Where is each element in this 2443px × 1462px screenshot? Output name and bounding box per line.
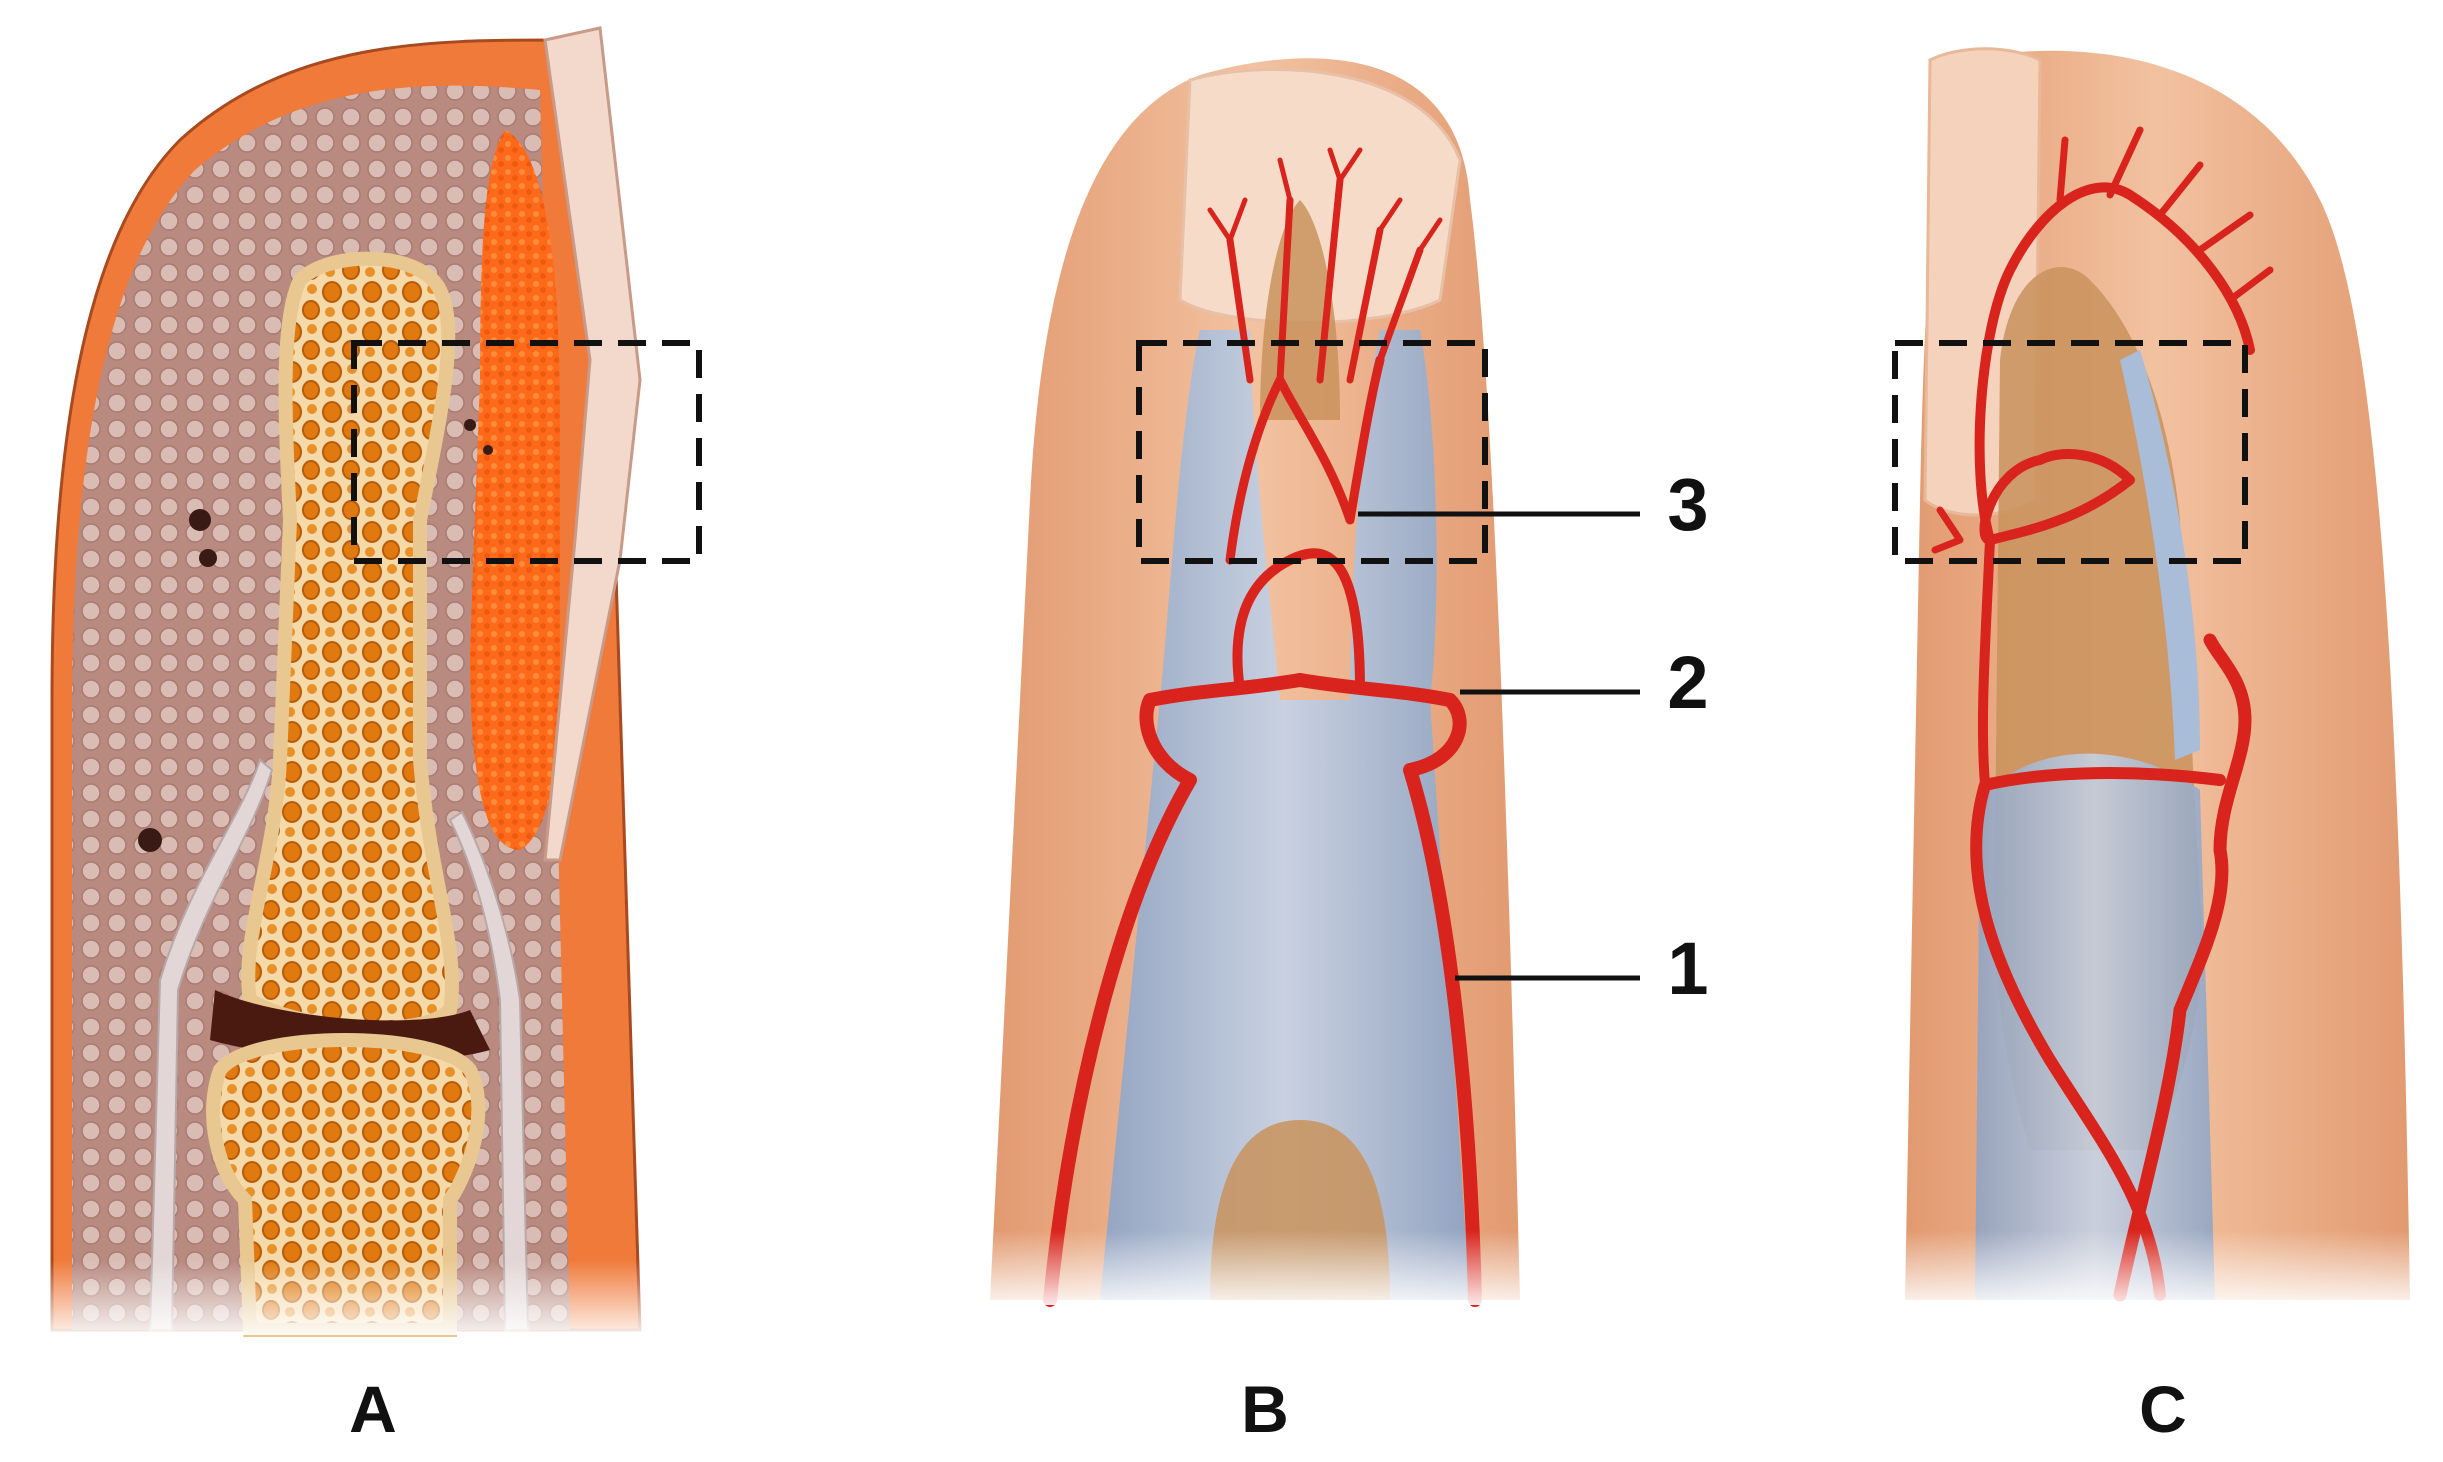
panel-c-digital-artery — [2113, 633, 2252, 1302]
panel-label-c: C — [2139, 1372, 2187, 1446]
panel-a-middle-phalanx — [206, 1033, 486, 1337]
panel-label-b: B — [1241, 1372, 1289, 1446]
panel-a-gland — [483, 445, 493, 455]
panel-c-illustration — [1895, 47, 2425, 1305]
panel-c-extensor-band — [2120, 350, 2200, 760]
callout-3: 3 — [1667, 463, 1708, 546]
panel-c-dorsal-branch — [1974, 182, 2255, 545]
panel-a-gland — [464, 419, 476, 431]
panel-a-illustration — [40, 26, 660, 1337]
panel-a-region-of-interest-box — [351, 340, 702, 564]
panel-a-distal-phalanx — [241, 251, 459, 1036]
panel-b-digital-artery-right — [1293, 673, 1482, 1307]
panel-b-digital-artery-left — [1043, 673, 1307, 1307]
panel-b-terminal-branch — [1226, 176, 1424, 384]
panel-b-illustration — [980, 58, 1540, 1307]
callout-2: 2 — [1667, 641, 1708, 724]
panel-a-gland — [189, 509, 211, 531]
panel-b-region-of-interest-box — [1136, 340, 1488, 564]
panel-a-nail-plate — [543, 26, 642, 862]
panel-a-extensor-tendon — [448, 810, 530, 1331]
panel-c-arcade-upper — [1977, 449, 2135, 790]
callout-1: 1 — [1667, 927, 1708, 1010]
panel-b-terminal-twig — [1207, 147, 1443, 253]
panel-b-nail — [1178, 68, 1462, 324]
panel-a-gland — [199, 549, 217, 567]
panel-a-nail-bed — [470, 130, 560, 850]
panel-b-distal-arcade — [1225, 355, 1385, 565]
panel-c-volar-spur — [1931, 506, 1964, 554]
panel-label-a: A — [349, 1372, 397, 1446]
panel-c-region-of-interest-box — [1892, 340, 2248, 564]
panel-a-gland — [138, 828, 162, 852]
panel-b-ligaments — [1100, 330, 1470, 1300]
panel-c-terminal-branches — [2056, 126, 2274, 304]
panel-c-arcade-lower — [1970, 767, 2226, 1301]
